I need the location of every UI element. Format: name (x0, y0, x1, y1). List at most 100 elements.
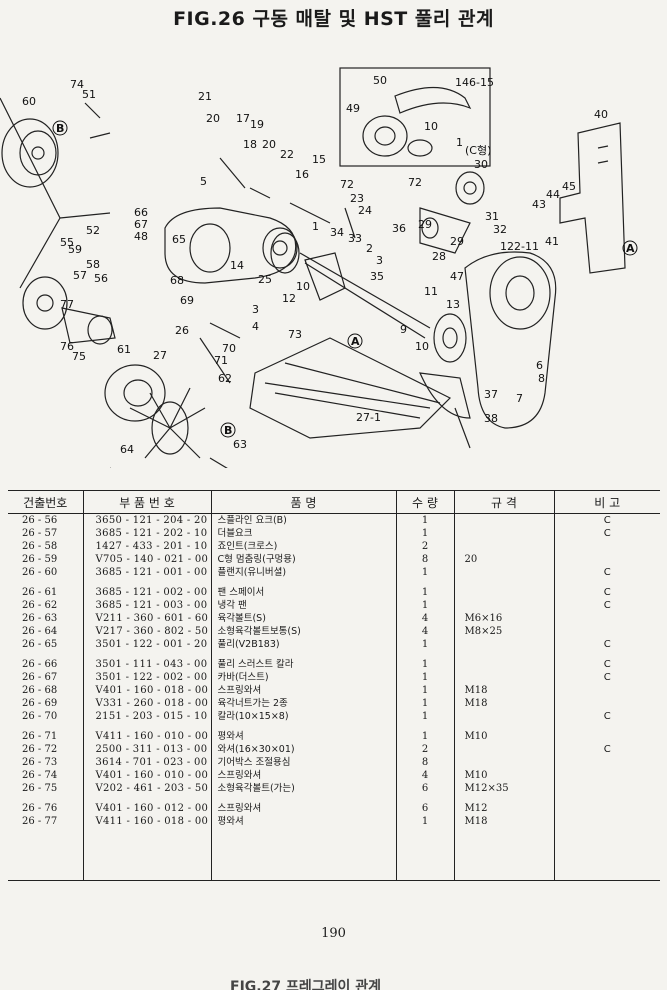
cell-note: C (553, 710, 660, 723)
svg-text:19: 19 (250, 118, 264, 131)
cell-spec (453, 513, 554, 527)
cell-no: 26 - 60 (22, 567, 58, 578)
cell-spec (453, 638, 554, 651)
svg-text:10: 10 (415, 340, 429, 353)
svg-text:20: 20 (206, 112, 220, 125)
row-spacer (8, 828, 660, 881)
cell-note: C (553, 671, 660, 684)
cell-note: C (553, 513, 660, 527)
cell-note: C (553, 566, 660, 579)
svg-text:22: 22 (280, 148, 294, 161)
figure-title: FIG.26 구동 매탈 및 HST 풀리 관계 (173, 8, 494, 30)
cell-name: 카바(더스트) (210, 671, 396, 684)
svg-text:55: 55 (60, 236, 74, 249)
cell-note: C (553, 527, 660, 540)
svg-text:45: 45 (562, 180, 576, 193)
svg-text:75: 75 (72, 350, 86, 363)
header-part-no: 부 품 번 호 (82, 490, 211, 514)
svg-text:72: 72 (408, 176, 422, 189)
cell-spec: M18 (453, 684, 554, 697)
svg-text:23: 23 (350, 192, 364, 205)
cell-part: V411 - 160 - 010 - 00 (82, 730, 211, 743)
cell-spec (453, 671, 554, 684)
cell-name: 칼라(10×15×8) (210, 710, 396, 723)
svg-text:28: 28 (432, 250, 446, 263)
header-part-name: 품 명 (210, 490, 396, 514)
cell-no: 26 - 74 (22, 770, 58, 781)
cell-name: 기어박스 조절용심 (210, 756, 396, 769)
svg-text:41: 41 (545, 235, 559, 248)
cell-qty: 1 (395, 658, 454, 671)
svg-text:11: 11 (424, 285, 438, 298)
cell-note (553, 769, 660, 782)
svg-text:8: 8 (538, 372, 545, 385)
cell-name: 더블요크 (210, 527, 396, 540)
cell-spec: M6×16 (453, 612, 554, 625)
svg-text:30: 30 (474, 158, 488, 171)
cell-qty: 6 (395, 802, 454, 815)
cell-name: 스프링와셔 (210, 769, 396, 782)
cell-note (553, 782, 660, 795)
cell-qty: 1 (395, 684, 454, 697)
svg-text:66: 66 (134, 206, 148, 219)
cell-note (553, 802, 660, 815)
svg-text:44: 44 (546, 188, 560, 201)
cell-no: 26 - 66 (22, 659, 58, 670)
cell-note: C (553, 638, 660, 651)
cell-note (553, 553, 660, 566)
cell-no: 26 - 64 (22, 626, 58, 637)
cell-qty: 1 (395, 697, 454, 710)
cell-spec: M12×35 (453, 782, 554, 795)
cell-part: V217 - 360 - 802 - 50 (82, 625, 211, 638)
svg-text:27-1: 27-1 (356, 411, 381, 424)
svg-text:76: 76 (60, 340, 74, 353)
cell-no: 26 - 57 (22, 528, 58, 539)
cell-name: 와셔(16×30×01) (210, 743, 396, 756)
svg-text:33: 33 (348, 232, 362, 245)
cell-spec (453, 756, 554, 769)
table-header-row: 건출번호 부 품 번 호 품 명 수 량 규 격 비 고 (8, 490, 660, 514)
svg-text:12: 12 (282, 292, 296, 305)
svg-text:70: 70 (222, 342, 236, 355)
svg-text:9: 9 (400, 323, 407, 336)
cell-no: 26 - 59 (22, 554, 58, 565)
cell-spec (453, 658, 554, 671)
svg-text:69: 69 (180, 294, 194, 307)
cell-qty: 1 (395, 599, 454, 612)
cell-part: 3685 - 121 - 003 - 00 (82, 599, 211, 612)
cell-part: 2500 - 311 - 013 - 00 (82, 743, 211, 756)
cell-name: 플랜지(유니버셜) (210, 566, 396, 579)
cell-no: 26 - 69 (22, 698, 58, 709)
cell-name: 소형육각볼트보통(S) (210, 625, 396, 638)
svg-text:60: 60 (22, 95, 36, 108)
cell-spec: M10 (453, 730, 554, 743)
cell-spec (453, 710, 554, 723)
cell-qty: 1 (395, 815, 454, 828)
cell-note (553, 625, 660, 638)
svg-text:31: 31 (485, 210, 499, 223)
cell-note (553, 815, 660, 828)
cell-qty: 1 (395, 586, 454, 599)
cell-note (553, 684, 660, 697)
cell-part: 3501 - 122 - 002 - 00 (82, 671, 211, 684)
cell-no: 26 - 62 (22, 600, 58, 611)
row-spacer (8, 651, 660, 658)
cell-no: 26 - 73 (22, 757, 58, 768)
cell-qty: 8 (395, 553, 454, 566)
cell-part: V401 - 160 - 018 - 00 (82, 684, 211, 697)
cell-name: 풀리(V2B183) (210, 638, 396, 651)
cell-part: 3501 - 111 - 043 - 00 (82, 658, 211, 671)
svg-text:34: 34 (330, 226, 344, 239)
cell-part: V401 - 160 - 010 - 00 (82, 769, 211, 782)
cell-note (553, 730, 660, 743)
svg-text:2: 2 (366, 242, 373, 255)
svg-text:43: 43 (532, 198, 546, 211)
